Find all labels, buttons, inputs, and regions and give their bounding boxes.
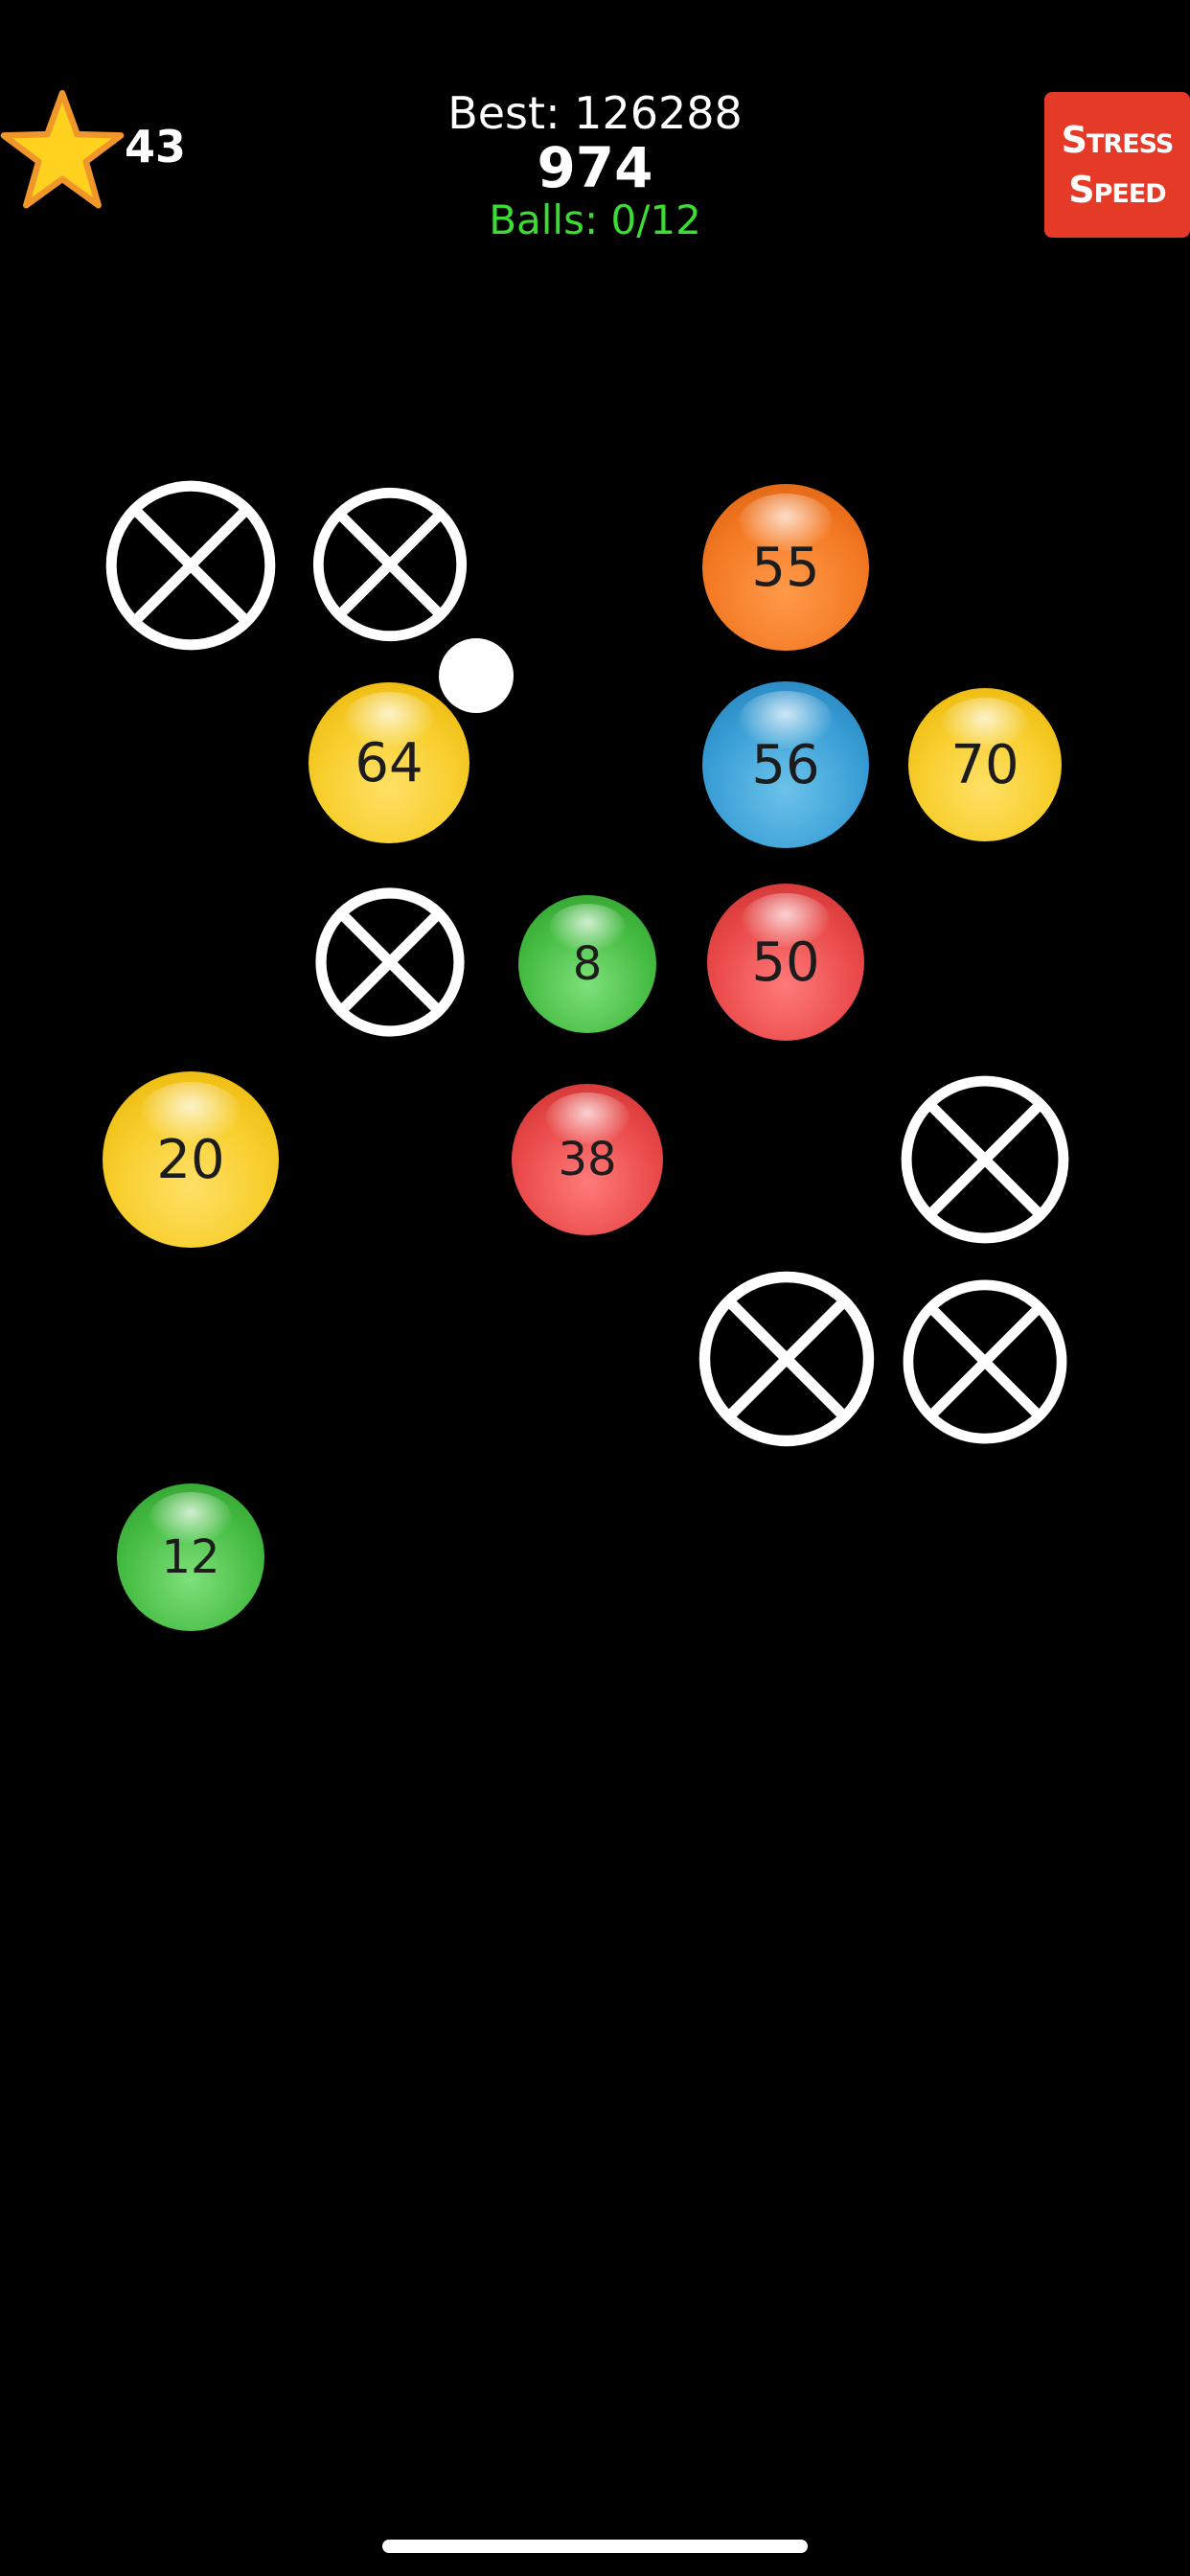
- ball-value: 38: [558, 1133, 617, 1186]
- number-ball: 56: [702, 681, 869, 848]
- best-score: Best: 126288: [447, 87, 743, 139]
- ball-value: 64: [355, 731, 423, 794]
- stress-speed-button[interactable]: Stress Speed: [1044, 92, 1190, 238]
- score-panel: Best: 126288 974 Balls: 0/12: [355, 86, 835, 245]
- star-icon[interactable]: [0, 88, 125, 213]
- speed-label: Speed: [1068, 169, 1166, 211]
- balls-counter: Balls: 0/12: [489, 196, 701, 243]
- launcher-ball[interactable]: [439, 638, 514, 713]
- blocker-x-icon: [898, 1072, 1072, 1247]
- ball-value: 56: [751, 733, 820, 796]
- blocker-x-icon: [103, 477, 279, 654]
- ball-value: 55: [751, 536, 820, 599]
- number-ball: 12: [117, 1484, 264, 1631]
- ball-value: 8: [572, 937, 603, 991]
- home-indicator[interactable]: [382, 2540, 808, 2553]
- blocker-x-icon: [310, 485, 469, 644]
- ball-value: 50: [751, 931, 820, 994]
- stress-label: Stress: [1061, 119, 1175, 161]
- ball-value: 20: [156, 1128, 225, 1191]
- blocker-x-icon: [696, 1268, 878, 1450]
- number-ball: 64: [309, 682, 469, 843]
- number-ball: 20: [103, 1071, 279, 1248]
- number-ball: 8: [518, 895, 656, 1033]
- blocker-x-icon: [313, 886, 467, 1039]
- star-count: 43: [125, 121, 187, 172]
- current-score: 974: [537, 135, 653, 200]
- ball-value: 12: [161, 1530, 220, 1584]
- blocker-x-icon: [900, 1276, 1070, 1447]
- number-ball: 55: [702, 484, 869, 651]
- number-ball: 70: [908, 688, 1062, 841]
- ball-value: 70: [950, 733, 1019, 796]
- number-ball: 50: [707, 884, 864, 1041]
- number-ball: 38: [512, 1084, 663, 1235]
